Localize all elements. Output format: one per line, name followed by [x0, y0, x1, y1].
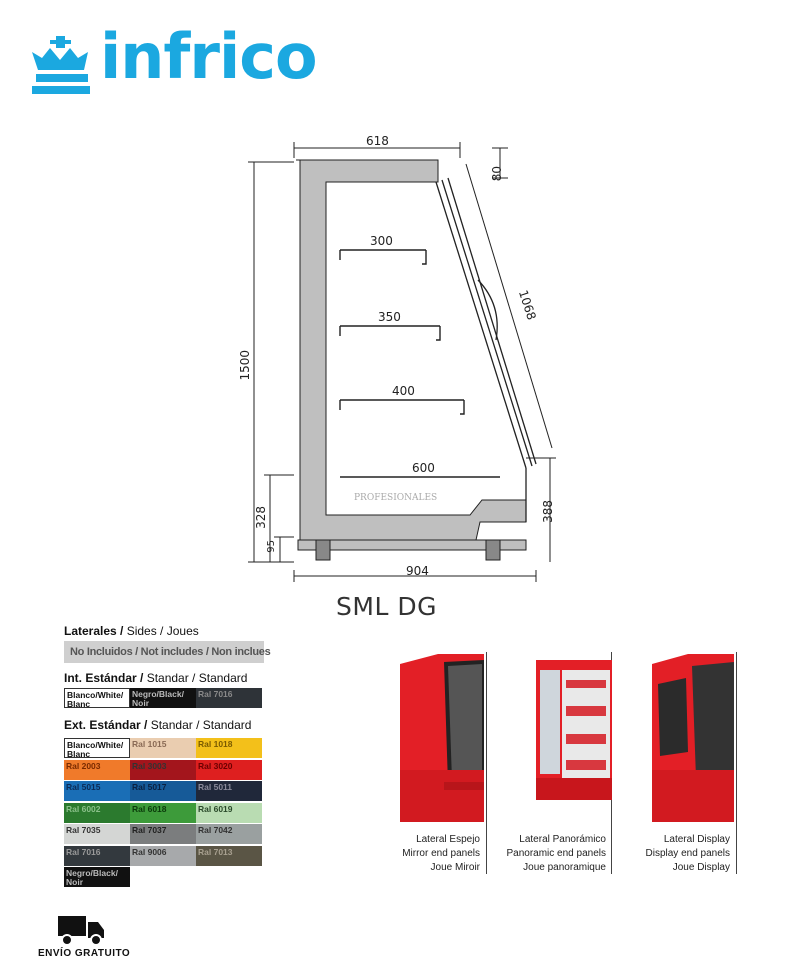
dim-shelf-2: 350 — [378, 310, 401, 324]
divider — [736, 652, 737, 874]
brand-name: infrico — [100, 20, 318, 93]
dim-top-width: 618 — [366, 134, 389, 148]
display-panel-image — [648, 652, 746, 834]
color-swatch: Ral 6018 — [130, 802, 196, 823]
color-swatch: Ral 7037 — [130, 824, 196, 844]
ext-standard-title: Ext. Estándar / Standar / Standard — [64, 718, 251, 732]
color-swatch: Ral 1015 — [130, 738, 196, 758]
caption-line: Joue Display — [672, 862, 730, 873]
dim-right-lower: 388 — [541, 500, 555, 523]
color-swatch: Ral 7035 — [64, 824, 130, 844]
color-swatch: Ral 9006 — [130, 845, 196, 866]
color-swatch: Ral 7013 — [196, 845, 262, 866]
technical-drawing: 618 80 1500 1068 300 350 400 600 328 95 … — [230, 130, 570, 600]
color-swatch: Blanco/White/ Blanc — [64, 738, 130, 758]
caption-line: Panoramic end panels — [506, 848, 606, 859]
color-swatch: Ral 7016 — [196, 688, 262, 708]
brand-logo: infrico — [28, 20, 318, 100]
color-swatch: Negro/Black/ Noir — [130, 688, 196, 708]
caption-line: Lateral Panorámico — [519, 834, 606, 845]
panoramic-panel-image — [536, 660, 634, 842]
int-standard-title: Int. Estándar / Standar / Standard — [64, 671, 247, 685]
model-name: SML DG — [336, 592, 437, 621]
color-swatch: Blanco/White/ Blanc — [64, 688, 130, 708]
dim-left-lower: 328 — [254, 506, 268, 529]
color-swatch: Ral 3020 — [196, 759, 262, 780]
mirror-panel-image — [398, 652, 496, 834]
color-swatch: Ral 7042 — [196, 824, 262, 844]
caption-line: Mirror end panels — [402, 848, 480, 859]
dim-base-shelf: 600 — [412, 461, 435, 475]
color-swatch: Ral 2003 — [64, 759, 130, 780]
caption-line: Joue Miroir — [430, 862, 480, 873]
truck-icon — [58, 914, 106, 946]
sides-title-bold: Laterales / — [64, 624, 124, 638]
color-swatch: Ral 7016 — [64, 845, 130, 866]
ext-title-rest: Standar / Standard — [147, 718, 252, 732]
color-swatch: Ral 1018 — [196, 738, 262, 758]
dim-shelf-3: 400 — [392, 384, 415, 398]
color-swatch: Ral 5017 — [130, 781, 196, 801]
shipping-label: ENVÍO GRATUITO — [38, 948, 131, 959]
sides-title: Laterales / Sides / Joues — [64, 624, 199, 638]
dim-top-offset: 80 — [490, 166, 504, 182]
color-swatch: Ral 6019 — [196, 802, 262, 823]
sides-value: No Incluidos / Not includes / Non inclue… — [64, 641, 271, 663]
caption-line: Lateral Display — [663, 834, 730, 845]
color-swatch: Ral 5015 — [64, 781, 130, 801]
dim-height: 1500 — [238, 350, 252, 381]
int-title-rest: Standar / Standard — [143, 671, 248, 685]
sides-title-rest: Sides / Joues — [123, 624, 199, 638]
color-swatch: Negro/Black/ Noir — [64, 867, 130, 887]
cabinet-section-drawing — [248, 142, 556, 582]
dim-base-width: 904 — [406, 564, 429, 578]
caption-line: Display end panels — [645, 848, 731, 859]
caption-line: Lateral Espejo — [416, 834, 480, 845]
color-swatch: Ral 6002 — [64, 802, 130, 823]
dim-left-foot: 95 — [266, 540, 277, 553]
dim-shelf-1: 300 — [370, 234, 393, 248]
divider — [486, 652, 487, 874]
caption-line: Joue panoramique — [523, 862, 606, 873]
int-title-bold: Int. Estándar / — [64, 671, 144, 685]
ext-title-bold: Ext. Estándar / — [64, 718, 148, 732]
watermark: PROFESIONALES — [354, 493, 438, 503]
color-swatch: Ral 5011 — [196, 781, 262, 801]
crown-icon — [32, 36, 90, 94]
color-swatch: Ral 3003 — [130, 759, 196, 780]
